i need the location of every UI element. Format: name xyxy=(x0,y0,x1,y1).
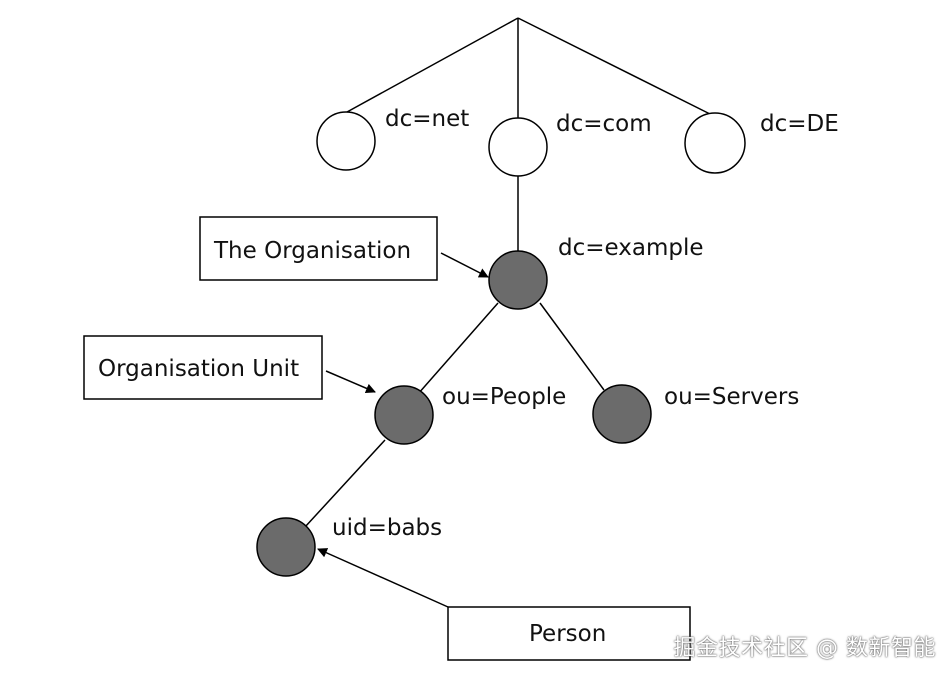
edge-root-net xyxy=(346,17,519,113)
callout-person-label: Person xyxy=(529,621,606,647)
label-dc-net: dc=net xyxy=(385,106,469,132)
callout-unit-box xyxy=(83,335,323,400)
arrow-unit xyxy=(325,370,376,394)
label-dc-com: dc=com xyxy=(556,111,652,137)
node-dc-com xyxy=(488,117,548,177)
tree-edges xyxy=(304,17,715,528)
node-uid-babs xyxy=(256,517,316,577)
node-dc-example xyxy=(488,250,548,310)
edge-root-de xyxy=(517,17,715,117)
callout-unit-label: Organisation Unit xyxy=(98,356,299,382)
callout-person: Person xyxy=(447,606,691,661)
node-dc-net xyxy=(316,111,376,171)
node-dc-de xyxy=(684,112,746,174)
arrow-organisation xyxy=(440,252,489,278)
edge-example-servers xyxy=(539,302,605,391)
callout-organisation-label: The Organisation xyxy=(213,238,411,264)
edge-example-people xyxy=(417,302,499,395)
arrow-person xyxy=(317,548,449,608)
callout-organisation: The Organisation xyxy=(199,216,438,281)
node-ou-people xyxy=(374,385,434,445)
watermark: 掘金技术社区 @ 数新智能 xyxy=(673,636,936,661)
label-dc-de: dc=DE xyxy=(760,111,839,137)
label-ou-servers: ou=Servers xyxy=(664,384,799,410)
callout-person-box xyxy=(447,606,691,661)
edge-people-babs xyxy=(304,439,386,528)
callout-organisation-box xyxy=(199,216,438,281)
label-dc-example: dc=example xyxy=(558,235,704,261)
label-uid-babs: uid=babs xyxy=(332,515,442,541)
label-ou-people: ou=People xyxy=(442,384,566,410)
node-ou-servers xyxy=(592,384,652,444)
callout-unit: Organisation Unit xyxy=(83,335,323,400)
